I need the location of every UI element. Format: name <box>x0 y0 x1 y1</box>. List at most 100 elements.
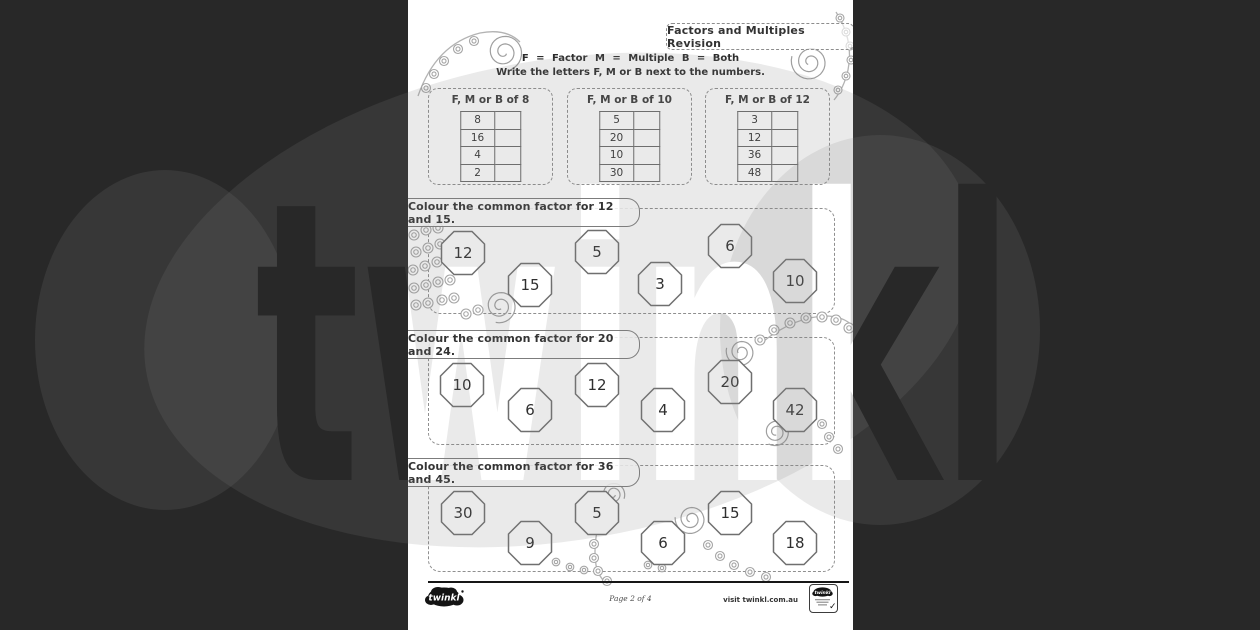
table-row: 12 <box>736 128 799 147</box>
octagon-value: 10 <box>785 272 805 290</box>
number-cell: 2 <box>459 163 496 182</box>
octagon-value: 9 <box>525 534 535 552</box>
instructions: F = Factor M = Multiple B = Both Write t… <box>408 53 853 78</box>
table-row: 8 <box>459 111 522 130</box>
colour-section-label: Colour the common factor for 12 and 15. <box>408 198 640 227</box>
table-row: 4 <box>459 146 522 165</box>
answer-cell[interactable] <box>633 111 661 130</box>
answer-cell[interactable] <box>771 128 799 147</box>
twinkl-quality-badge: twinkl ✓ <box>809 584 838 613</box>
octagon-value: 4 <box>658 401 668 419</box>
number-cell: 20 <box>598 128 635 147</box>
twinkl-logo: twinkl <box>424 585 466 613</box>
octagon-value: 12 <box>587 376 607 394</box>
octagon-value: 15 <box>520 276 540 294</box>
octagon-value: 30 <box>453 504 473 522</box>
octagon-number[interactable]: 12 <box>440 230 486 276</box>
table-row: 16 <box>459 128 522 147</box>
octagon-number[interactable]: 6 <box>640 520 686 566</box>
table-row: 20 <box>598 128 661 147</box>
fmb-table-header: F, M or B of 12 <box>725 94 810 106</box>
octagon-value: 5 <box>592 243 602 261</box>
table-row: 2 <box>459 163 522 182</box>
octagon-number[interactable]: 18 <box>772 520 818 566</box>
octagon-number[interactable]: 5 <box>574 229 620 275</box>
octagon-value: 6 <box>525 401 535 419</box>
answer-cell[interactable] <box>633 163 661 182</box>
answer-cell[interactable] <box>771 146 799 165</box>
octagon-number[interactable]: 6 <box>507 387 553 433</box>
table-row: 36 <box>736 146 799 165</box>
answer-cell[interactable] <box>633 146 661 165</box>
number-cell: 10 <box>598 146 635 165</box>
number-cell: 5 <box>598 111 635 130</box>
octagon-number[interactable]: 15 <box>707 490 753 536</box>
number-cell: 16 <box>459 128 496 147</box>
worksheet-page: Factors and Multiples Revision F = Facto… <box>408 0 853 630</box>
colour-section-label: Colour the common factor for 36 and 45. <box>408 458 640 487</box>
answer-cell[interactable] <box>494 146 522 165</box>
svg-text:twinkl: twinkl <box>428 594 460 604</box>
table-row: 10 <box>598 146 661 165</box>
page-number: Page 2 of 4 <box>609 594 652 603</box>
table-row: 30 <box>598 163 661 182</box>
octagon-value: 18 <box>785 534 805 552</box>
octagon-number[interactable]: 12 <box>574 362 620 408</box>
worksheet-title: Factors and Multiples Revision <box>667 23 805 50</box>
octagon-number[interactable]: 10 <box>439 362 485 408</box>
octagon-number[interactable]: 15 <box>507 262 553 308</box>
octagon-value: 10 <box>452 376 472 394</box>
fmb-table-header: F, M or B of 8 <box>451 94 530 106</box>
octagon-value: 6 <box>725 237 735 255</box>
number-cell: 3 <box>736 111 773 130</box>
table-row: 48 <box>736 163 799 182</box>
answer-cell[interactable] <box>771 163 799 182</box>
octagon-number[interactable]: 3 <box>637 261 683 307</box>
number-cell: 4 <box>459 146 496 165</box>
octagon-number[interactable]: 20 <box>707 359 753 405</box>
twinkl-cloud-icon: twinkl <box>425 587 464 607</box>
number-cell: 12 <box>736 128 773 147</box>
octagon-value: 5 <box>592 504 602 522</box>
svg-text:twinkl: twinkl <box>815 590 831 596</box>
answer-cell[interactable] <box>633 128 661 147</box>
octagon-number[interactable]: 4 <box>640 387 686 433</box>
answer-cell[interactable] <box>494 111 522 130</box>
octagon-number[interactable]: 9 <box>507 520 553 566</box>
table-row: 3 <box>736 111 799 130</box>
octagon-value: 20 <box>720 373 740 391</box>
octagon-number[interactable]: 5 <box>574 490 620 536</box>
octagon-value: 42 <box>785 401 805 419</box>
number-cell: 36 <box>736 146 773 165</box>
number-cell: 30 <box>598 163 635 182</box>
svg-text:✓: ✓ <box>829 602 835 610</box>
table-row: 5 <box>598 111 661 130</box>
quality-badge-icon: twinkl ✓ <box>812 587 837 612</box>
octagon-value: 3 <box>655 275 665 293</box>
answer-cell[interactable] <box>771 111 799 130</box>
octagon-number[interactable]: 6 <box>707 223 753 269</box>
instructions-task-line: Write the letters F, M or B next to the … <box>496 67 765 78</box>
fmb-table-header: F, M or B of 10 <box>587 94 672 106</box>
octagon-number[interactable]: 30 <box>440 490 486 536</box>
octagon-number[interactable]: 10 <box>772 258 818 304</box>
answer-cell[interactable] <box>494 163 522 182</box>
footer-divider <box>428 581 849 583</box>
colour-section-label: Colour the common factor for 20 and 24. <box>408 330 640 359</box>
octagon-value: 12 <box>453 244 473 262</box>
visit-link[interactable]: visit twinkl.com.au <box>723 596 798 604</box>
instructions-key-line: F = Factor M = Multiple B = Both <box>521 53 740 64</box>
answer-cell[interactable] <box>494 128 522 147</box>
octagon-value: 6 <box>658 534 668 552</box>
octagon-number[interactable]: 42 <box>772 387 818 433</box>
number-cell: 8 <box>459 111 496 130</box>
octagon-value: 15 <box>720 504 740 522</box>
worksheet-title-box: Factors and Multiples Revision <box>666 23 853 50</box>
